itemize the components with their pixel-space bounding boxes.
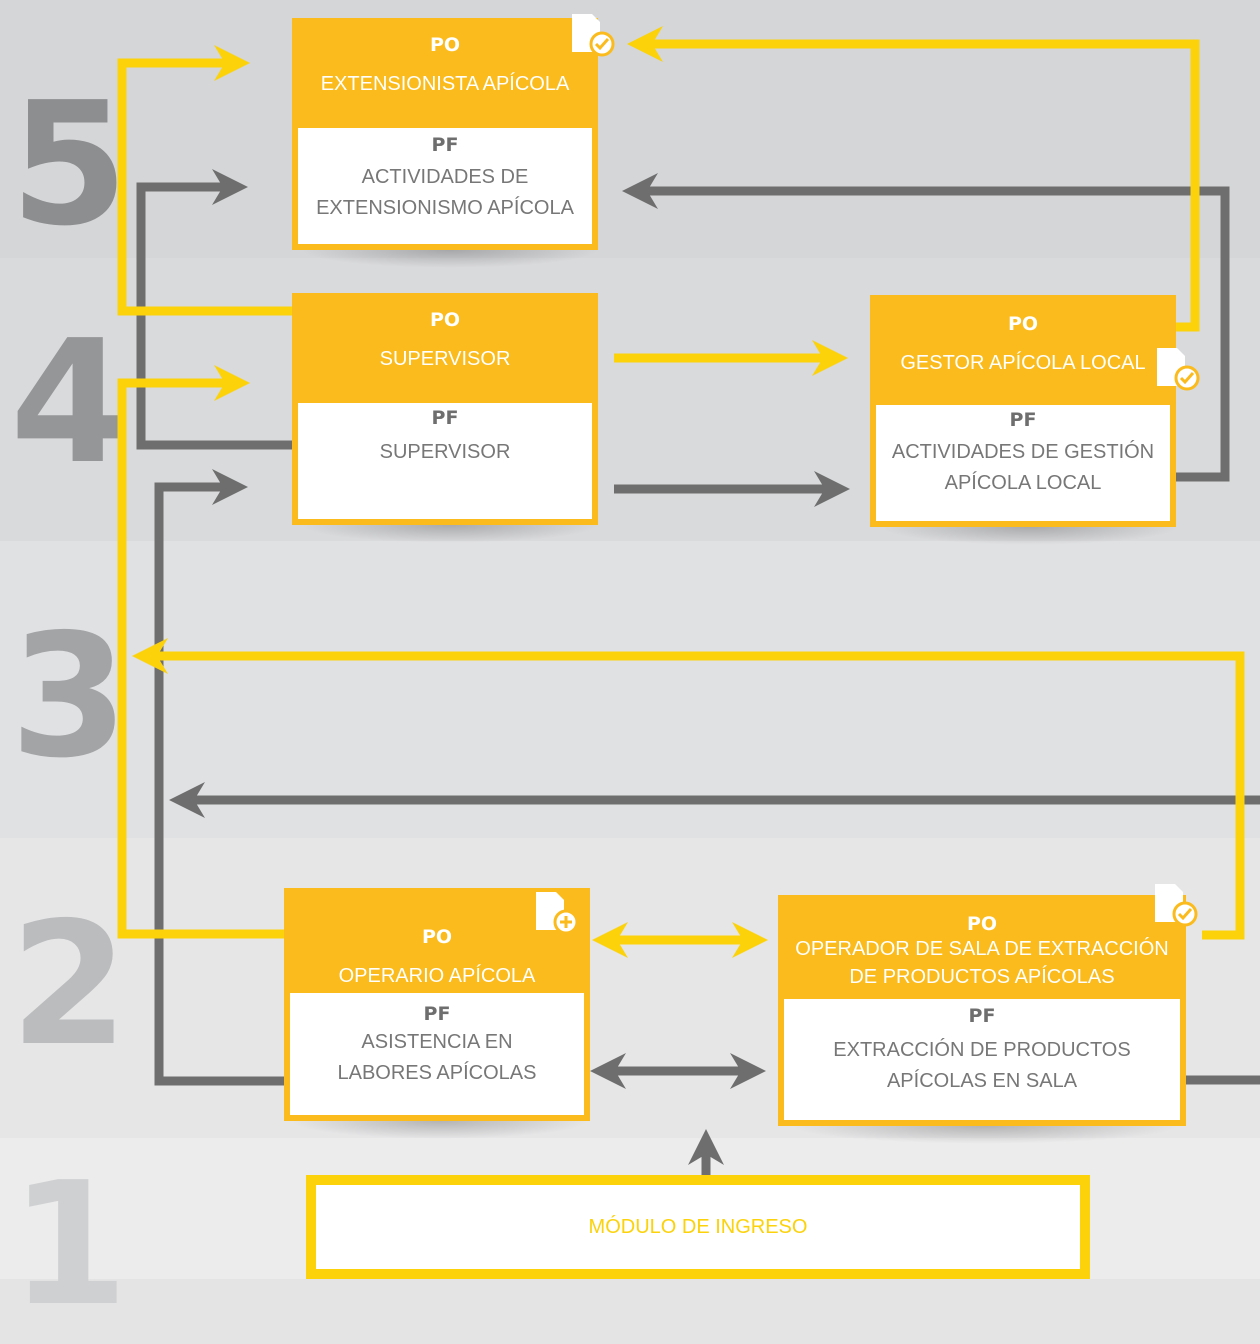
card-shadow xyxy=(880,527,1180,545)
role-title: OPERARIO APÍCOLA xyxy=(338,965,536,987)
node-gestor-apicola-local: PO GESTOR APÍCOLA LOCAL PF ACTIVIDADES D… xyxy=(870,295,1176,527)
card-shadow xyxy=(300,250,600,268)
yellow-arrow-supervisor-to-extensionista xyxy=(117,45,292,316)
level-number-4: 4 xyxy=(10,304,128,502)
node-supervisor: PO SUPERVISOR PF SUPERVISOR xyxy=(292,293,598,525)
po-label: PO xyxy=(429,309,461,331)
level-band-3 xyxy=(0,541,1260,838)
activity-text: ASISTENCIA EN LABORES APÍCOLAS xyxy=(337,1031,537,1084)
node-extensionista-apicola: PO EXTENSIONISTA APÍCOLA PF ACTIVIDADES … xyxy=(292,18,598,250)
card-shadow xyxy=(290,1121,590,1139)
yellow-arrow-operador-to-level3 xyxy=(132,638,1245,940)
document-add-icon xyxy=(536,892,579,935)
pf-label: PF xyxy=(431,407,459,429)
pf-label: PF xyxy=(1009,409,1037,431)
pf-label: PF xyxy=(423,1003,451,1025)
gray-arrow-supervisor-to-extension-activity xyxy=(136,169,292,450)
gray-arrow-gestor-to-extension-activity xyxy=(622,173,1230,482)
role-title: SUPERVISOR xyxy=(379,348,511,370)
entry-module: MÓDULO DE INGRESO xyxy=(306,1175,1090,1279)
po-label: PO xyxy=(966,913,998,935)
role-title: GESTOR APÍCOLA LOCAL xyxy=(900,352,1146,374)
role-title: EXTENSIONISTA APÍCOLA xyxy=(320,73,570,95)
activity-text: ACTIVIDADES DE EXTENSIONISMO APÍCOLA xyxy=(316,166,574,219)
pf-label: PF xyxy=(431,134,459,156)
pf-label: PF xyxy=(968,1005,996,1027)
flow-connectors xyxy=(117,26,1260,1178)
activity-text: EXTRACCIÓN DE PRODUCTOS APÍCOLAS EN SALA xyxy=(833,1039,1131,1092)
yellow-arrow-gestor-to-extensionista xyxy=(627,26,1200,332)
activity-text: SUPERVISOR xyxy=(379,441,511,463)
document-check-icon xyxy=(1157,348,1200,391)
po-label: PO xyxy=(429,34,461,56)
node-operador-sala-extraccion: PO OPERADOR DE SALA DE EXTRACCIÓN DE PRO… xyxy=(778,895,1186,1126)
level-number-5: 5 xyxy=(10,66,128,264)
po-label: PO xyxy=(1007,313,1039,335)
entry-module-label: MÓDULO DE INGRESO xyxy=(588,1216,808,1238)
document-check-icon xyxy=(1155,884,1198,927)
role-title: OPERADOR DE SALA DE EXTRACCIÓN DE PRODUC… xyxy=(795,938,1169,988)
level-number-3: 3 xyxy=(10,598,128,796)
gray-arrow-operario-to-supervisor xyxy=(154,469,286,1086)
document-check-icon xyxy=(572,14,615,57)
level-number-2: 2 xyxy=(10,886,128,1084)
activity-text: ACTIVIDADES DE GESTIÓN APÍCOLA LOCAL xyxy=(891,441,1155,494)
yellow-arrow-operario-to-supervisor xyxy=(117,365,286,939)
card-shadow xyxy=(300,525,600,543)
card-shadow xyxy=(790,1126,1180,1144)
po-label: PO xyxy=(421,926,453,948)
